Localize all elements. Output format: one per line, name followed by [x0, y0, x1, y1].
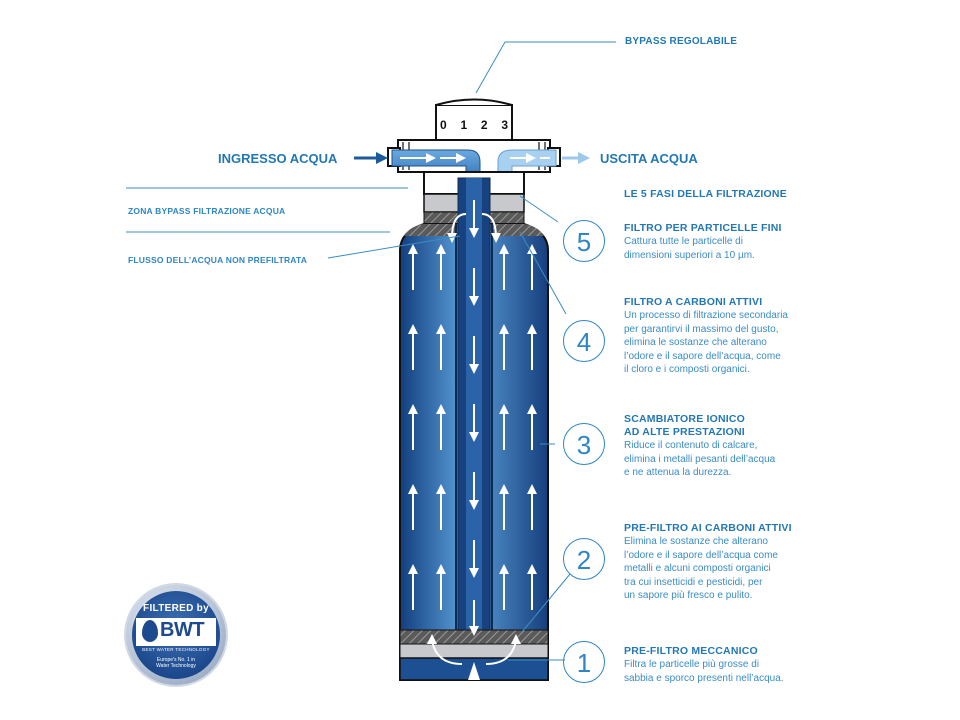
stage-2-title: PRE-FILTRO AI CARBONI ATTIVI — [624, 522, 792, 534]
dial-0: 0 — [440, 118, 447, 132]
outlet-label: USCITA ACQUA — [600, 151, 698, 166]
stage-3: SCAMBIATORE IONICO AD ALTE PRESTAZIONI R… — [624, 413, 824, 480]
stage-4-desc-2: per garantirvi il massimo del gusto, — [624, 323, 779, 335]
stage-1-number: 1 — [563, 641, 605, 683]
unfiltered-flow-note: FLUSSO DELL’ACQUA NON PREFILTRATA — [128, 255, 308, 265]
stage-2-desc-3: metalli e alcuni composti organici — [624, 563, 771, 574]
bwt-badge: FILTERED by BWT BEST WATER TECHNOLOGY Eu… — [126, 585, 226, 685]
stage-2-desc-1: Elimina le sostanze che alterano — [624, 536, 768, 547]
badge-slogan: Europe's No. 1 in Water Technology — [136, 657, 216, 669]
dial-3: 3 — [501, 118, 508, 132]
stage-2-desc-2: l’odore e il sapore dell’acqua come — [624, 549, 778, 561]
badge-top-text: FILTERED by — [143, 603, 209, 614]
stage-3-title-1: SCAMBIATORE IONICO — [624, 413, 746, 425]
stage-3-desc-2: elimina i metalli pesanti dell’acqua — [624, 453, 776, 465]
stage-5: FILTRO PER PARTICELLE FINI Cattura tutte… — [624, 222, 814, 262]
leader-lines — [126, 41, 616, 661]
outlet-arrow-icon — [562, 152, 590, 164]
stage-4-number: 4 — [563, 320, 605, 362]
stage-5-title: FILTRO PER PARTICELLE FINI — [624, 222, 782, 234]
stage-4-desc-1: Un processo di filtrazione secondaria — [624, 310, 788, 321]
stage-1-desc-1: Filtra le particelle più grosse di — [624, 659, 760, 670]
stage-4-title: FILTRO A CARBONI ATTIVI — [624, 296, 763, 308]
stage-5-desc-2: dimensioni superiori a 10 µm. — [624, 249, 755, 261]
stage-5-desc-1: Cattura tutte le particelle di — [624, 236, 743, 247]
stage-4-desc-4: l’odore e il sapore dell’acqua, come — [624, 350, 781, 362]
stages-heading: LE 5 FASI DELLA FILTRAZIONE — [624, 188, 787, 200]
stage-1: PRE-FILTRO MECCANICO Filtra le particell… — [624, 645, 824, 685]
stage-3-desc-3: e ne attenua la durezza. — [624, 467, 732, 478]
badge-slogan-2: Water Technology — [156, 663, 196, 669]
bypass-label: BYPASS REGOLABILE — [625, 36, 738, 47]
bypass-dial: 0 1 2 3 — [440, 118, 508, 132]
badge-brand: BWT — [160, 619, 205, 641]
stage-5-number: 5 — [563, 220, 605, 262]
stage-1-desc-2: sabbia e sporco presenti nell’acqua. — [624, 672, 784, 684]
badge-tagline: BEST WATER TECHNOLOGY — [142, 647, 210, 652]
stage-3-number: 3 — [563, 423, 605, 465]
stage-4: FILTRO A CARBONI ATTIVI Un processo di f… — [624, 296, 824, 377]
badge-slogan-1: Europe's No. 1 in — [156, 657, 196, 663]
stage-2-desc-4: tra cui insetticidi e pesticidi, per — [624, 576, 763, 588]
stage-1-title: PRE-FILTRO MECCANICO — [624, 645, 758, 657]
bypass-zone-note: ZONA BYPASS FILTRAZIONE ACQUA — [128, 206, 286, 216]
inlet-arrow-icon — [354, 152, 388, 164]
stage-2: PRE-FILTRO AI CARBONI ATTIVI Elimina le … — [624, 522, 824, 603]
dial-2: 2 — [480, 118, 488, 132]
stage-4-desc-5: il cloro e i composti organici. — [624, 364, 750, 375]
inlet-label: INGRESSO ACQUA — [218, 151, 338, 166]
bwt-drop-icon — [142, 620, 158, 642]
stage-2-number: 2 — [563, 538, 605, 580]
stage-4-desc-3: elimina le sostanze che alterano — [624, 337, 767, 348]
stage-3-title-2: AD ALTE PRESTAZIONI — [624, 426, 745, 438]
dial-1: 1 — [460, 118, 468, 132]
stage-3-desc-1: Riduce il contenuto di calcare, — [624, 440, 758, 451]
flow-arrows — [400, 153, 550, 665]
stage-2-desc-5: un sapore più fresco e pulito. — [624, 590, 753, 601]
